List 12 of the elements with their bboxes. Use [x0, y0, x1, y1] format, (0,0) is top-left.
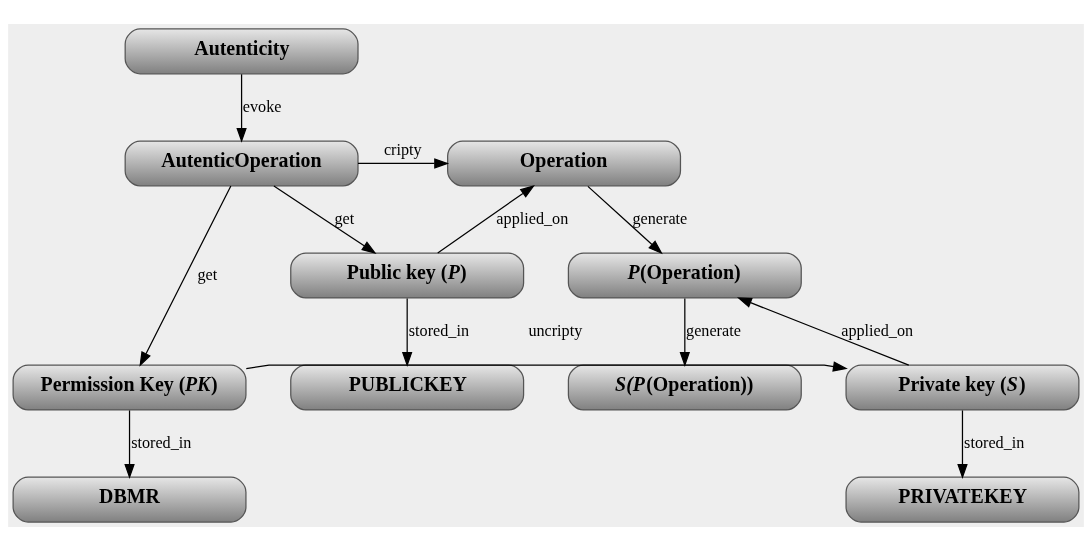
edge-label: applied_on	[496, 209, 569, 227]
edge-label: cripty	[383, 140, 422, 158]
edge-label: stored_in	[131, 433, 192, 451]
edge-label: evoke	[242, 97, 282, 115]
edge-label: get	[334, 209, 355, 227]
edge-label: stored_in	[964, 433, 1025, 451]
edge-label: generate	[632, 209, 688, 227]
edge-label: stored_in	[408, 321, 470, 339]
edge-label: applied_on	[841, 321, 914, 339]
edge-label: uncripty	[528, 321, 583, 339]
edge-label: get	[197, 265, 218, 283]
edge-label: generate	[686, 321, 741, 339]
